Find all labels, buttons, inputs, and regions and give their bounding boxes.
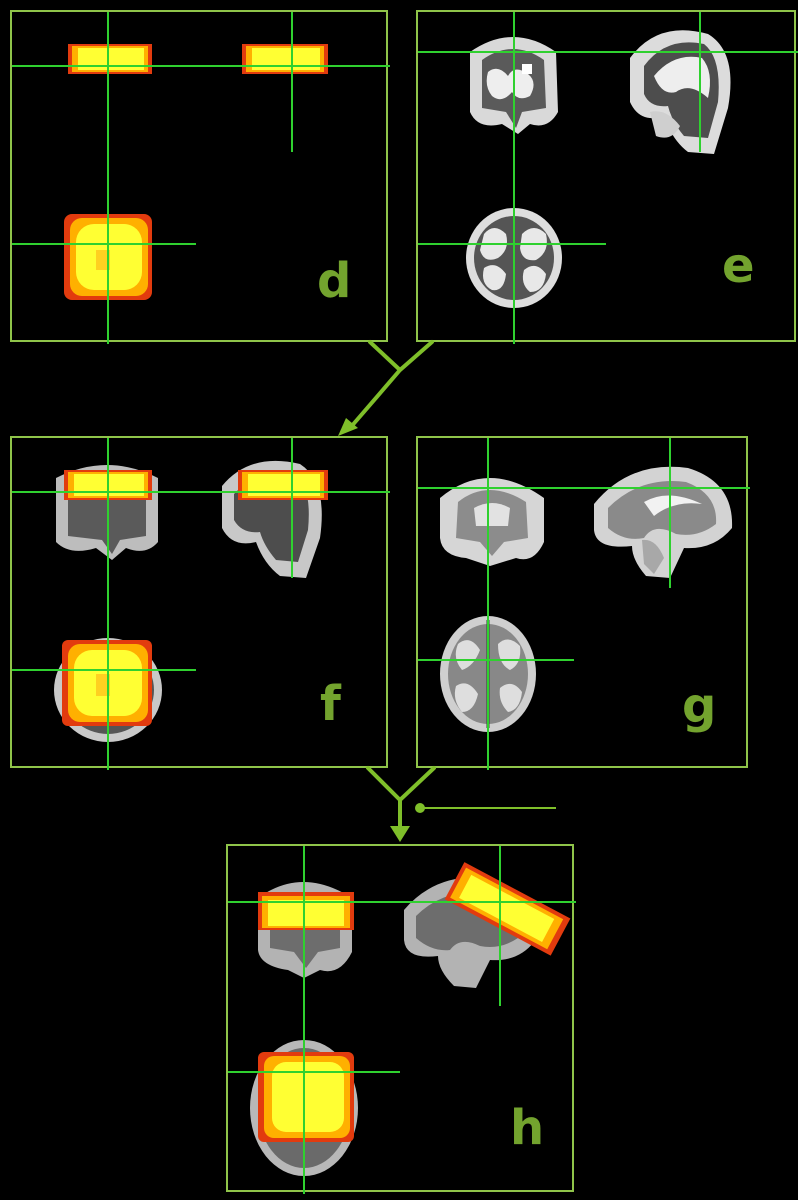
panel-e: e bbox=[416, 10, 798, 344]
panel-h-slices bbox=[228, 846, 576, 1194]
panel-label-f: f bbox=[320, 676, 341, 732]
panel-f-slices bbox=[12, 438, 390, 770]
panel-d: d bbox=[10, 10, 390, 344]
panel-d-slices bbox=[12, 12, 390, 344]
template-coronal-slice bbox=[440, 478, 544, 566]
coronal-activation bbox=[68, 44, 152, 74]
crosshairs bbox=[418, 12, 798, 344]
arrowhead-f bbox=[338, 418, 358, 436]
panel-g-slices bbox=[418, 438, 750, 770]
panel-e-slices bbox=[418, 12, 798, 344]
panel-g: g bbox=[416, 436, 750, 770]
arrow-f-g-to-h bbox=[366, 766, 436, 836]
panel-label-g: g bbox=[682, 678, 717, 734]
crosshairs bbox=[418, 438, 750, 770]
panel-h: h bbox=[226, 844, 576, 1194]
panel-label-e: e bbox=[722, 238, 755, 294]
crosshairs bbox=[12, 12, 390, 344]
template-sagittal-slice bbox=[594, 466, 733, 578]
arrowhead-h bbox=[390, 826, 410, 842]
crosshairs bbox=[228, 846, 576, 1194]
template-axial-slice bbox=[440, 616, 536, 732]
sagittal-activation bbox=[242, 44, 328, 74]
panel-f: f bbox=[10, 436, 390, 770]
sagittal-slice-with-activation bbox=[222, 460, 328, 578]
panel-label-d: d bbox=[317, 253, 352, 309]
arrow-d-e-to-f bbox=[348, 340, 434, 430]
panel-label-h: h bbox=[510, 1100, 545, 1156]
crosshairs bbox=[12, 438, 390, 770]
side-input-arrow bbox=[415, 803, 556, 813]
registered-sagittal-slice bbox=[404, 862, 571, 988]
